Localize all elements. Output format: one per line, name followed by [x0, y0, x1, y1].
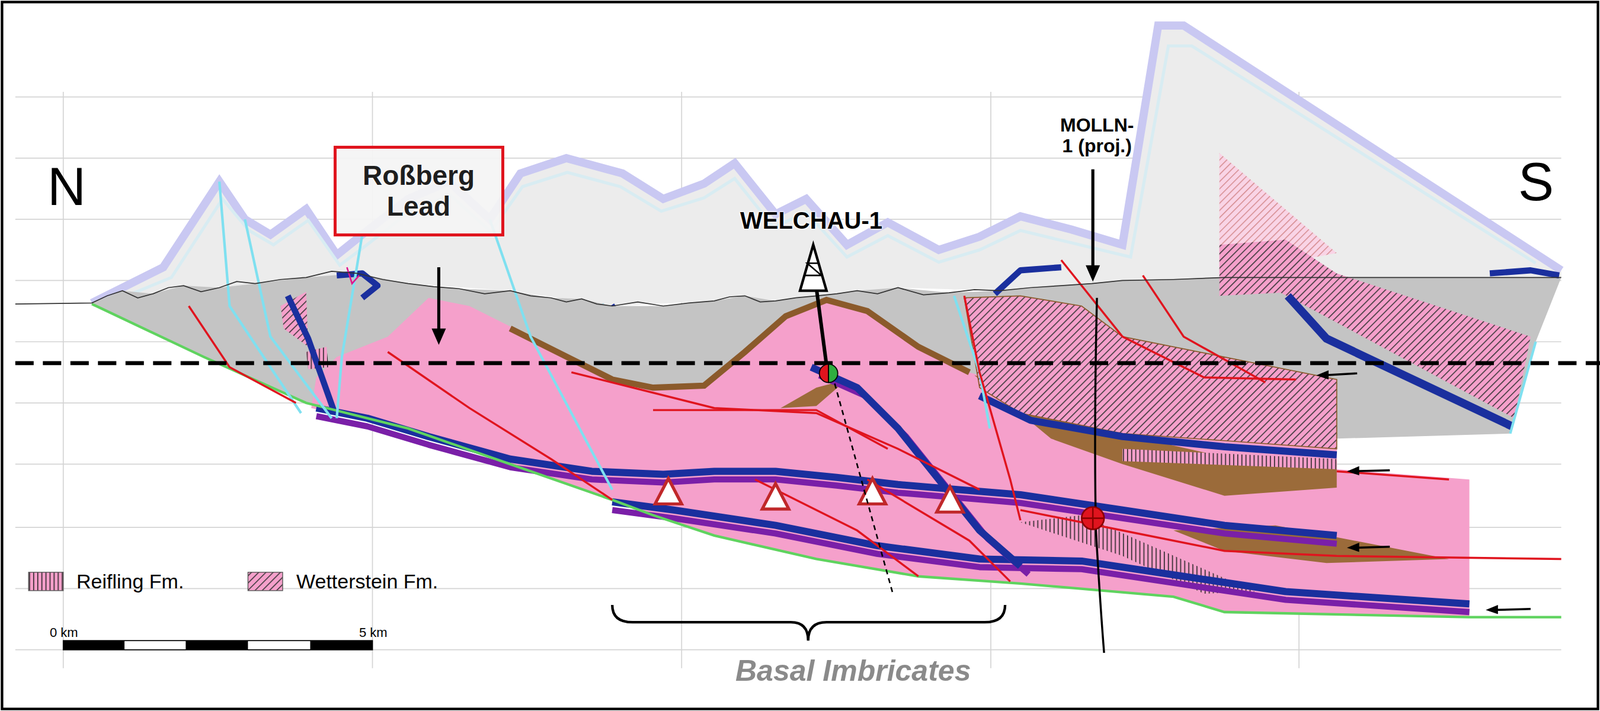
compass-south: S — [1518, 152, 1554, 212]
legend-text: Wetterstein Fm. — [296, 570, 438, 593]
scale-label: 5 km — [359, 625, 388, 640]
group-label: Basal Imbricates — [735, 654, 971, 688]
well-name: WELCHAU-1 — [740, 207, 883, 234]
legend-text: Reifling Fm. — [76, 570, 184, 593]
lead-title: Roßberg Lead — [362, 160, 475, 222]
lead-box: Roßberg Lead — [333, 145, 505, 237]
well-name: MOLLN-1 (proj.) — [1060, 114, 1134, 157]
compass-north: N — [47, 157, 86, 217]
scale-label: 0 km — [49, 625, 79, 640]
